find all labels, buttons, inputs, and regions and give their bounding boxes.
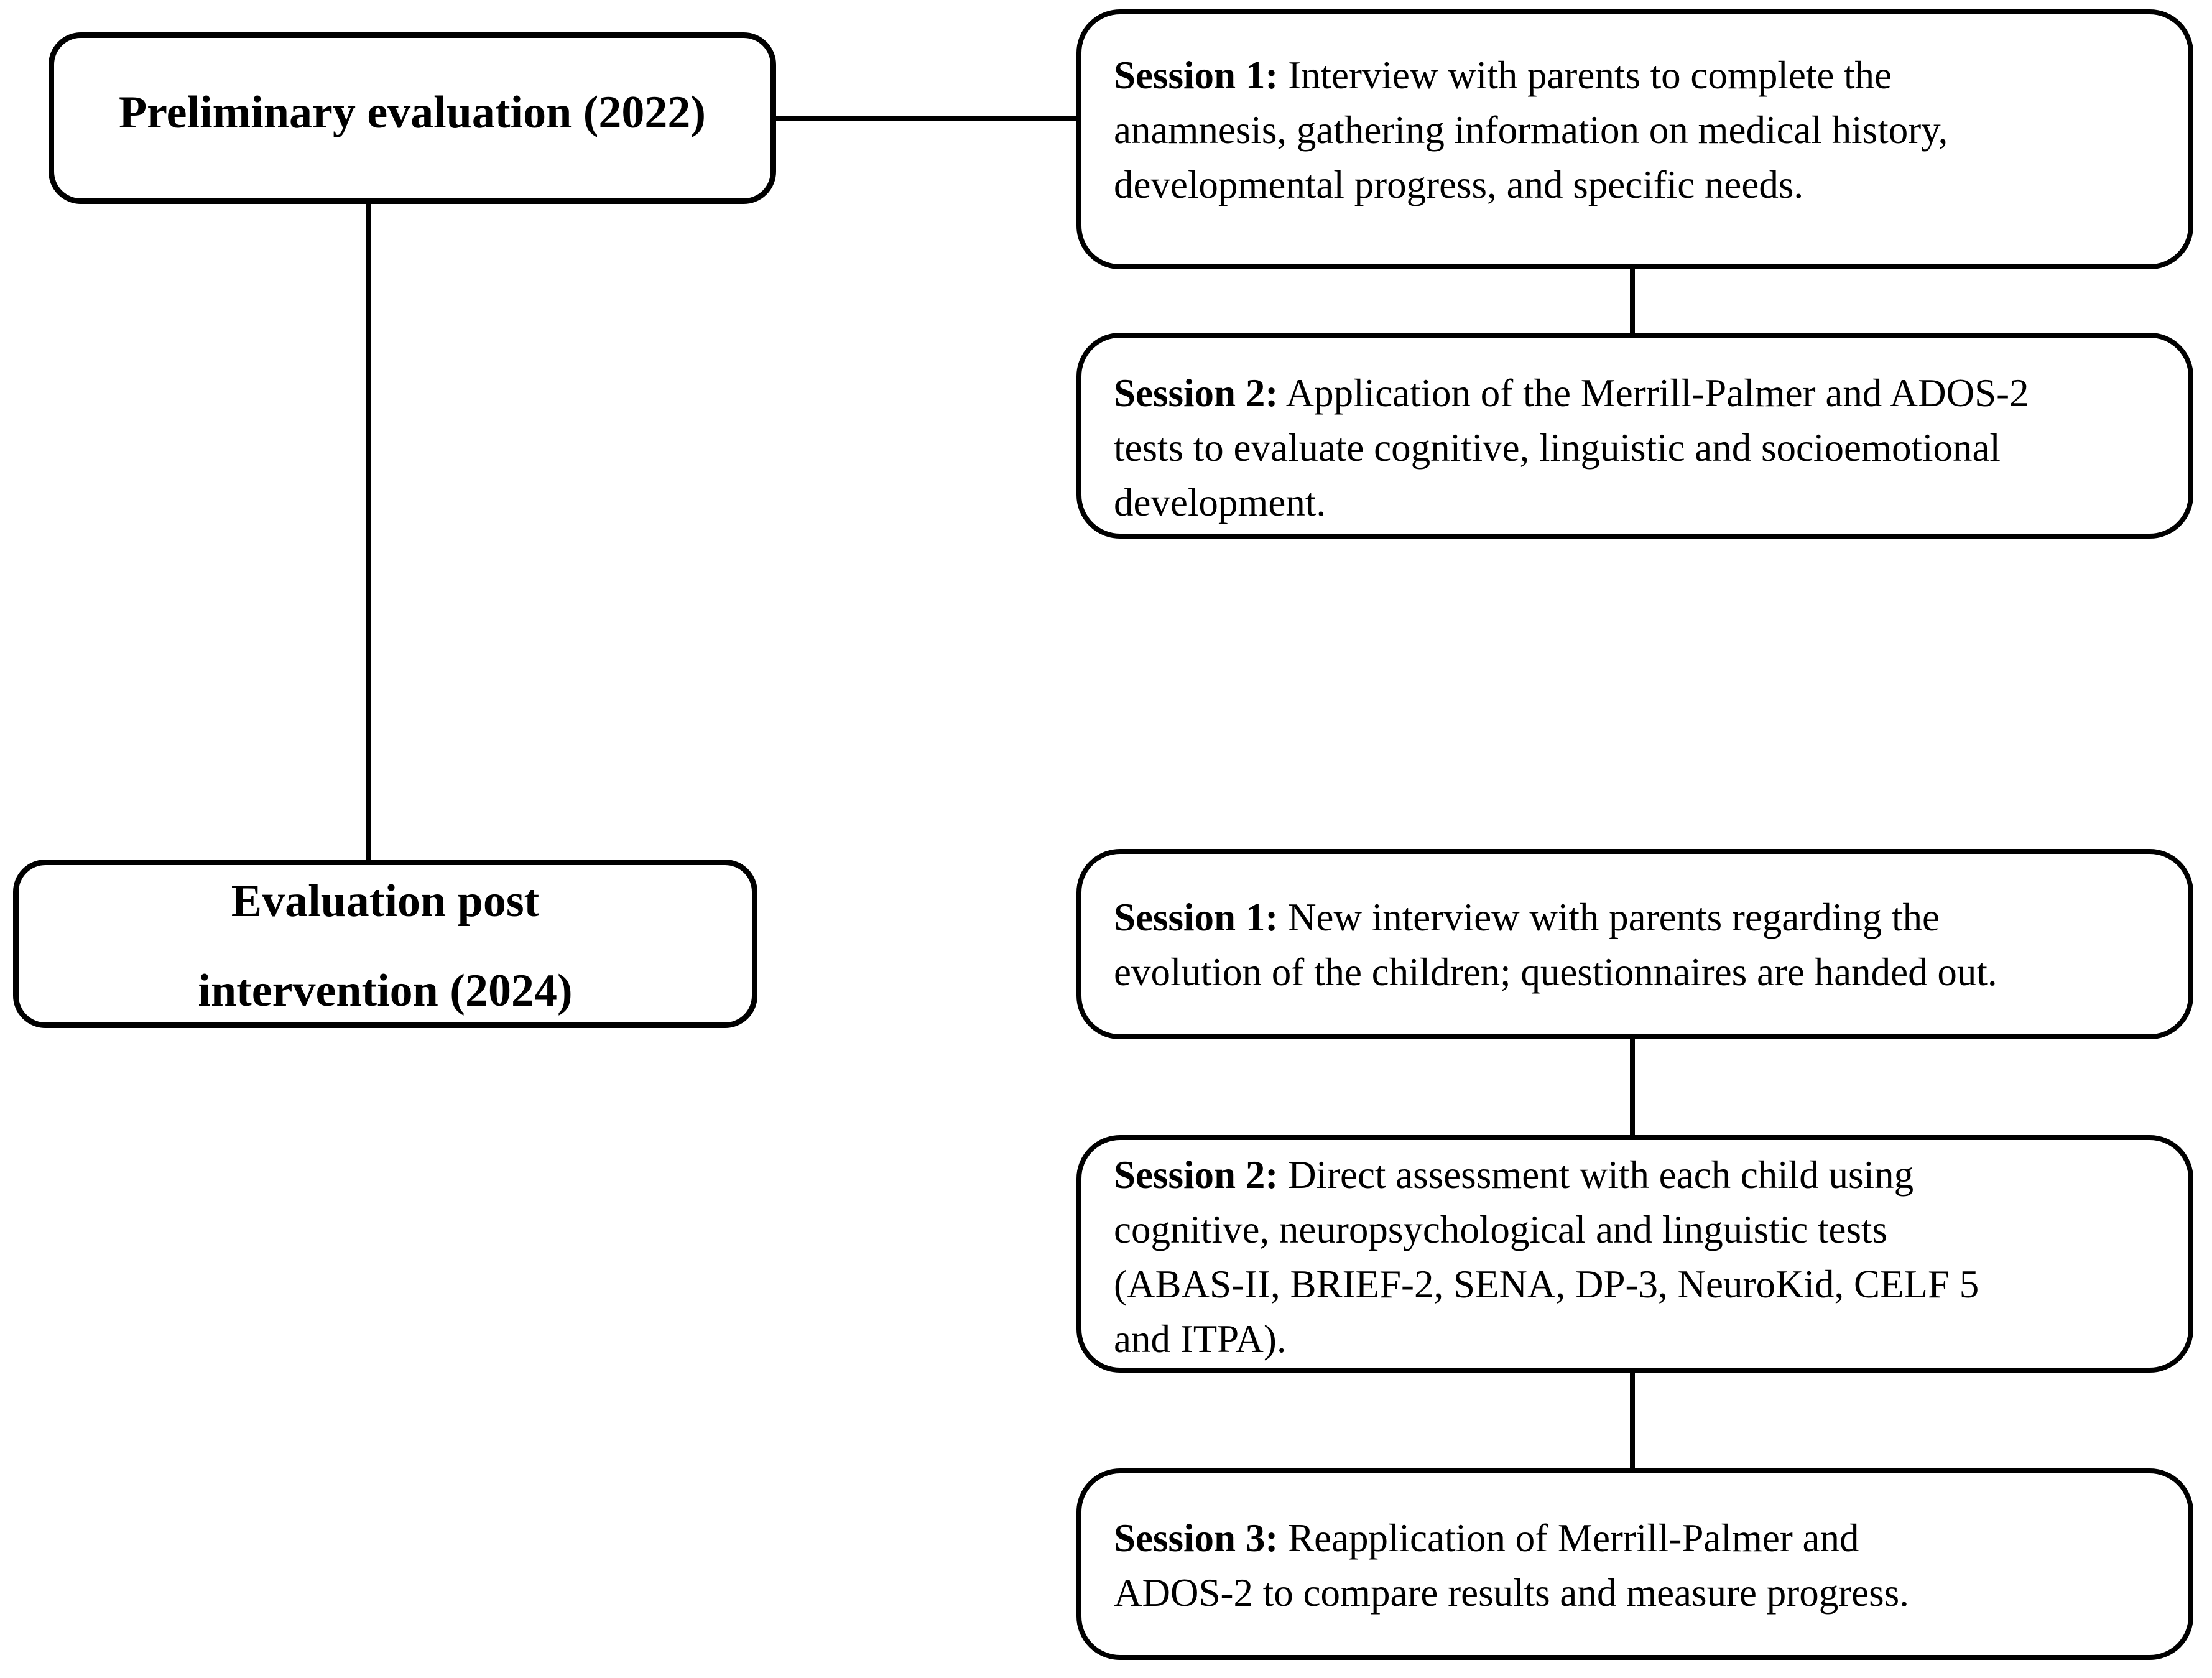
node-preliminary-evaluation: Preliminary evaluation (2022) xyxy=(49,32,776,204)
connector-preliminary-to-post-intervention xyxy=(366,204,371,860)
session-1-body: Interview with parents to complete the a… xyxy=(1114,53,1948,206)
session-2-body: Application of the Merrill-Palmer and AD… xyxy=(1114,371,2029,524)
post-session-1-text: Session 1: New interview with parents re… xyxy=(1081,854,2188,999)
node-post-session-3: Session 3: Reapplication of Merrill-Palm… xyxy=(1076,1468,2193,1660)
post-session-2-text: Session 2: Direct assessment with each c… xyxy=(1081,1140,2188,1366)
node-post-session-2: Session 2: Direct assessment with each c… xyxy=(1076,1135,2193,1373)
node-preliminary-session-1: Session 1: Interview with parents to com… xyxy=(1076,9,2193,269)
connector-post-session1-to-session2 xyxy=(1630,1039,1635,1135)
node-post-session-1: Session 1: New interview with parents re… xyxy=(1076,849,2193,1039)
preliminary-evaluation-label: Preliminary evaluation (2022) xyxy=(118,87,706,138)
post-session-2-body: Direct assessment with each child using … xyxy=(1114,1153,1979,1361)
post-session-2-prefix: Session 2: xyxy=(1114,1153,1279,1197)
post-session-3-prefix: Session 3: xyxy=(1114,1516,1279,1560)
session-1-prefix: Session 1: xyxy=(1114,53,1279,97)
connector-pre-session1-to-session2 xyxy=(1630,269,1635,333)
post-intervention-label-line1: Evaluation post xyxy=(231,875,540,927)
post-session-3-body: Reapplication of Merrill-Palmer and ADOS… xyxy=(1114,1516,1909,1615)
post-session-3-text: Session 3: Reapplication of Merrill-Palm… xyxy=(1081,1473,2188,1620)
preliminary-session-1-text: Session 1: Interview with parents to com… xyxy=(1081,14,2188,212)
node-preliminary-session-2: Session 2: Application of the Merrill-Pa… xyxy=(1076,333,2193,539)
post-session-1-prefix: Session 1: xyxy=(1114,896,1279,939)
preliminary-session-2-text: Session 2: Application of the Merrill-Pa… xyxy=(1081,338,2188,530)
connector-preliminary-to-session1 xyxy=(776,116,1076,121)
post-intervention-label-line2: intervention (2024) xyxy=(198,965,573,1016)
connector-post-session2-to-session3 xyxy=(1630,1373,1635,1468)
session-2-prefix: Session 2: xyxy=(1114,371,1279,415)
post-session-1-body: New interview with parents regarding the… xyxy=(1114,896,1997,994)
node-post-intervention-evaluation: Evaluation post intervention (2024) xyxy=(13,860,757,1028)
